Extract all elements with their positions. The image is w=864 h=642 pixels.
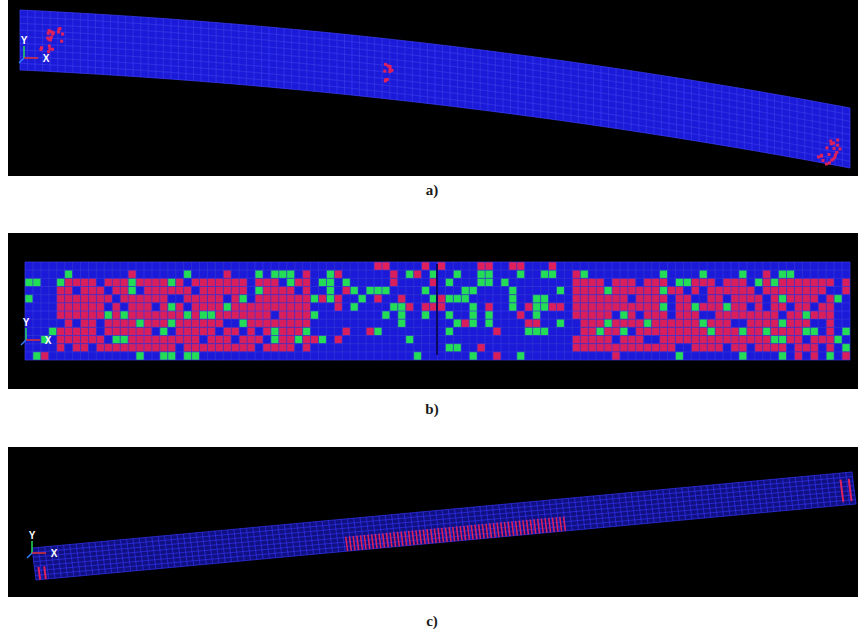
crack-pattern-beam xyxy=(25,262,850,360)
render-panel xyxy=(8,447,858,597)
render-panel xyxy=(8,0,858,176)
axis-triad xyxy=(21,328,40,345)
axis-triad xyxy=(19,46,38,63)
axis-triad xyxy=(27,541,46,558)
reinforcement-mesh xyxy=(32,472,856,580)
panel-label: a) xyxy=(426,182,439,199)
axis-label: Y xyxy=(21,35,28,46)
axis-label: X xyxy=(45,335,52,346)
deflected-beam xyxy=(20,10,850,168)
axis-label: Y xyxy=(29,530,36,541)
panel-label: c) xyxy=(426,613,438,630)
render-panel xyxy=(8,233,858,389)
axis-label: Y xyxy=(23,317,30,328)
panel-label: b) xyxy=(425,401,438,418)
axis-label: X xyxy=(51,548,58,559)
axis-label: X xyxy=(43,53,50,64)
